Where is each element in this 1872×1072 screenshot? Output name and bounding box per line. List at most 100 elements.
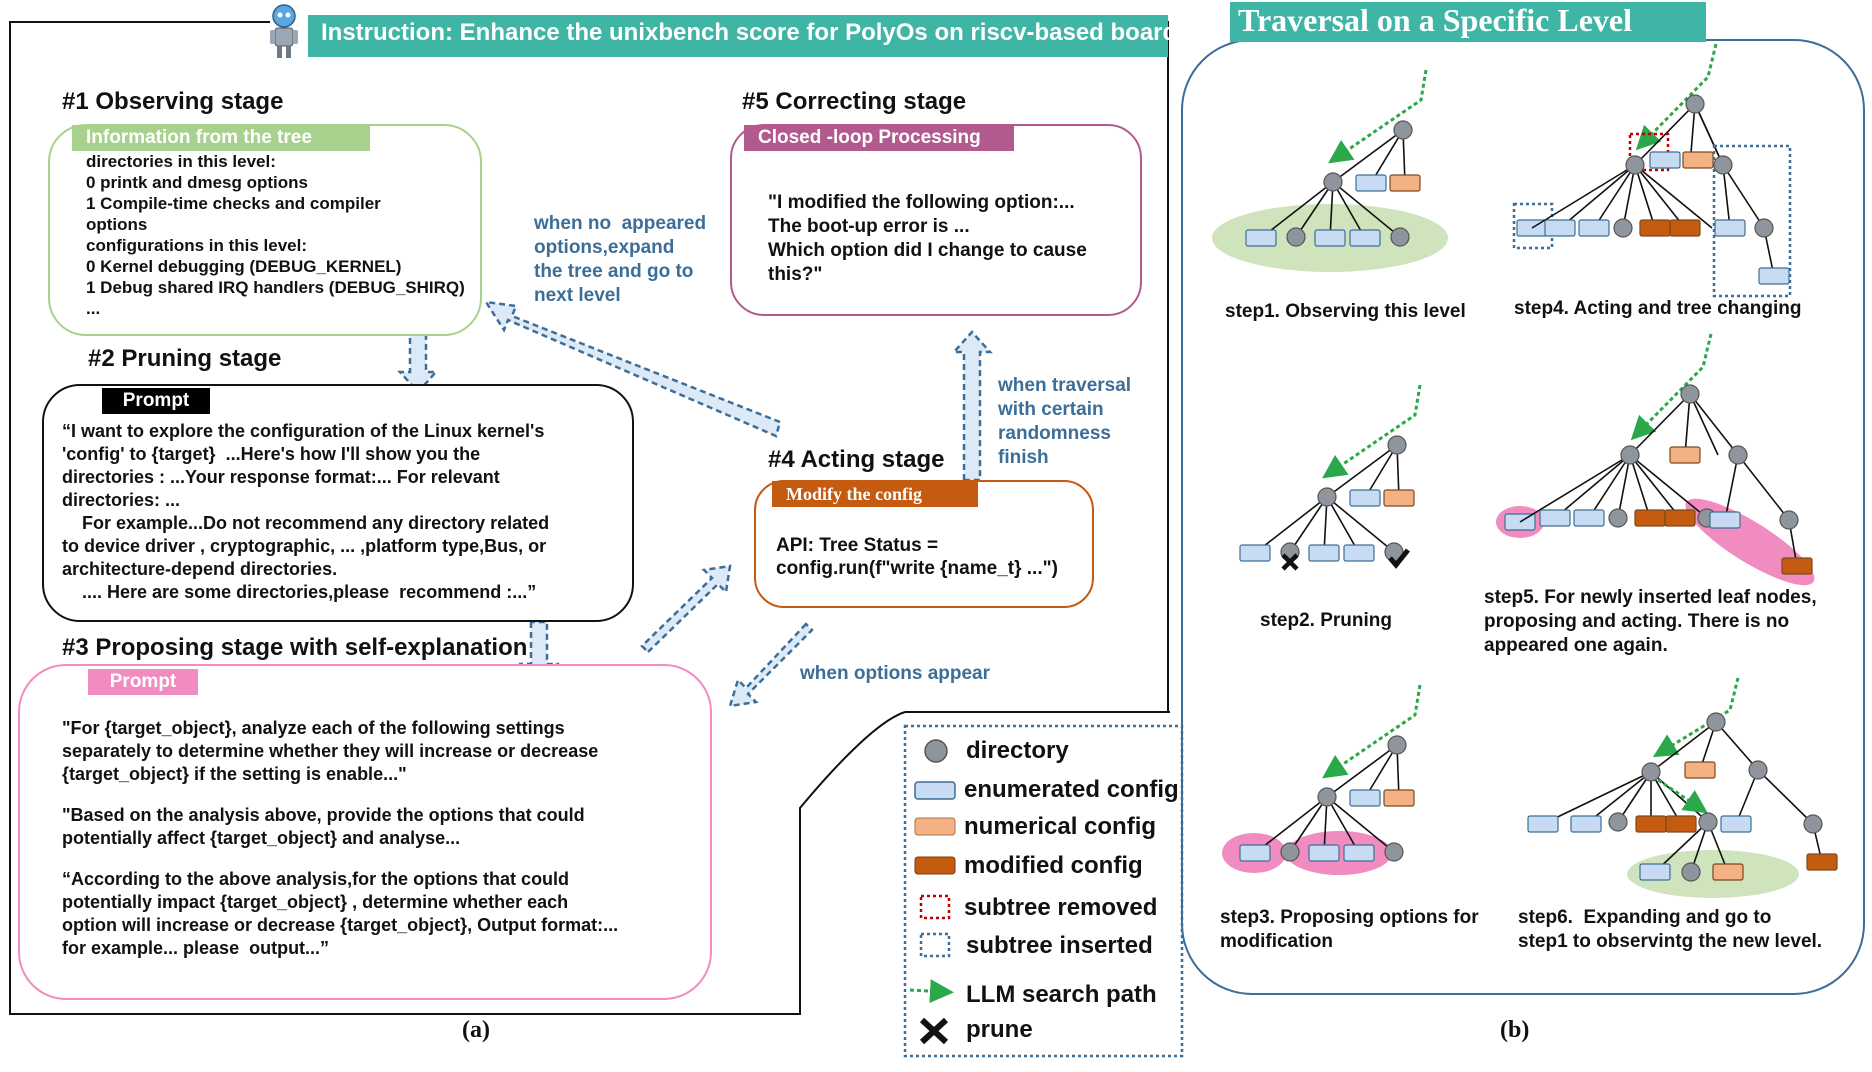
enum-config-node xyxy=(1570,815,1602,833)
note-expand-line: the tree and go to xyxy=(534,261,694,282)
prune-line: “I want to explore the configuration of … xyxy=(62,421,545,441)
correct-tag: Closed -loop Processing xyxy=(744,125,1014,151)
directory-node xyxy=(1393,120,1413,140)
num-config-node xyxy=(1669,446,1701,464)
tree-edge xyxy=(1650,771,1682,825)
mod-config-node xyxy=(1635,815,1667,833)
prune-tag: Prompt xyxy=(102,388,210,414)
act-tag: Modify the config xyxy=(772,481,978,507)
tree-edge xyxy=(1617,771,1652,823)
tree-edge xyxy=(1326,496,1360,554)
legend-prune: prune xyxy=(966,1016,1033,1043)
tree-edge xyxy=(1757,769,1814,825)
act-line: API: Tree Status = xyxy=(776,535,939,556)
enum-config-node xyxy=(1720,815,1752,833)
note-expand-line: options,expand xyxy=(534,237,675,258)
enum-config-node xyxy=(1349,789,1381,807)
tree-edge xyxy=(1295,181,1334,238)
correct-line: The boot-up error is ... xyxy=(768,216,970,237)
subtree-box xyxy=(1712,144,1792,298)
prune-text: “I want to explore the configuration of … xyxy=(62,420,632,604)
correct-line: this?" xyxy=(768,264,823,285)
propose-line: "Based on the analysis above, provide th… xyxy=(62,805,585,825)
llm-search-path xyxy=(1630,333,1713,441)
tree-edge xyxy=(1531,164,1636,229)
propose-line xyxy=(62,786,712,804)
directory-node xyxy=(1608,812,1628,832)
tree-edge xyxy=(1722,164,1765,229)
step5-line: appeared one again. xyxy=(1484,635,1668,656)
correct-stage-title: #5 Correcting stage xyxy=(742,88,967,115)
llm-search-path xyxy=(1657,778,1708,814)
num-config-node xyxy=(1389,174,1421,192)
tree-edge xyxy=(1364,444,1398,499)
observe-stage-title: #1 Observing stage xyxy=(62,88,284,115)
mod-config-node xyxy=(1664,509,1696,527)
prune-line: .... Here are some directories,please re… xyxy=(62,582,537,602)
arrow-act-to-correct xyxy=(951,330,993,482)
propose-line: separately to determine whether they wil… xyxy=(62,741,599,761)
observe-line: 1 Debug shared IRQ handlers (DEBUG_SHIRQ… xyxy=(86,278,465,297)
directory-node xyxy=(1608,508,1628,528)
mod-config-node xyxy=(1806,853,1838,871)
propose-line: for example... please output...” xyxy=(62,938,330,958)
step6-line: step1 to observintg the new level. xyxy=(1518,931,1823,952)
tree-edge xyxy=(1559,164,1636,229)
tree-edge xyxy=(1684,393,1691,456)
tree-edge xyxy=(1694,103,1724,166)
tree-edge xyxy=(1593,164,1636,229)
directory-node xyxy=(1748,760,1768,780)
mod-config-node xyxy=(1634,509,1666,527)
prune-line: directories : ...Your response format:..… xyxy=(62,467,500,487)
act-stage-title: #4 Acting stage xyxy=(768,446,945,473)
enum-config-node xyxy=(1649,151,1681,169)
enum-config-node xyxy=(1308,844,1340,862)
tree-edge xyxy=(1332,129,1404,183)
step5-line: proposing and acting. There is no xyxy=(1484,611,1790,632)
tree-edge xyxy=(1364,744,1398,799)
llm-search-path xyxy=(1328,69,1428,164)
propose-line: {target_object} if the setting is enable… xyxy=(62,764,407,784)
observe-box xyxy=(48,124,482,336)
propose-line: “According to the above analysis,for the… xyxy=(62,869,570,889)
caption-b: (b) xyxy=(1500,1017,1530,1043)
tree-edge xyxy=(1622,164,1636,229)
prune-mark xyxy=(1281,553,1299,571)
tree-edge xyxy=(1737,454,1790,521)
arrow-observe-to-prune xyxy=(397,326,439,394)
tree-edge xyxy=(1554,454,1631,519)
tree-edge xyxy=(1326,744,1398,798)
tree-edge xyxy=(1689,393,1719,456)
act-text: API: Tree Status =config.run(f"write {na… xyxy=(776,534,1096,580)
directory-node xyxy=(1680,384,1700,404)
step1-caption: step1. Observing this level xyxy=(1225,300,1466,324)
tree-edge xyxy=(1254,796,1328,854)
note-traversal-line: with certain xyxy=(998,399,1104,420)
enum-config-node xyxy=(1539,509,1571,527)
panel-a-frame xyxy=(9,21,1170,1015)
tree-edge xyxy=(1254,496,1328,554)
llm-search-path xyxy=(1322,384,1422,479)
note-options-appear: when options appear xyxy=(800,663,991,684)
num-config-node xyxy=(1684,761,1716,779)
directory-node xyxy=(1713,155,1733,175)
tree-edge xyxy=(1326,444,1398,498)
tree-edge xyxy=(1332,181,1366,239)
legend-symbols xyxy=(909,739,956,1045)
num-config-node xyxy=(1383,789,1415,807)
tree-edge xyxy=(1519,454,1631,523)
tree-edge xyxy=(1326,796,1395,853)
propose-text: "For {target_object}, analyze each of th… xyxy=(62,717,712,960)
directory-node xyxy=(1280,842,1300,862)
mod-config-node xyxy=(1669,219,1701,237)
tree-edge xyxy=(1629,454,1708,519)
tree-edge xyxy=(1588,454,1631,519)
enum-config-node xyxy=(1527,815,1559,833)
enum-config-node xyxy=(1758,267,1790,285)
step5-caption: step5. For newly inserted leaf nodes,pro… xyxy=(1484,586,1817,658)
directory-node xyxy=(1625,155,1645,175)
legend-subtree-removed: subtree removed xyxy=(964,894,1158,921)
directory-node xyxy=(1323,172,1343,192)
